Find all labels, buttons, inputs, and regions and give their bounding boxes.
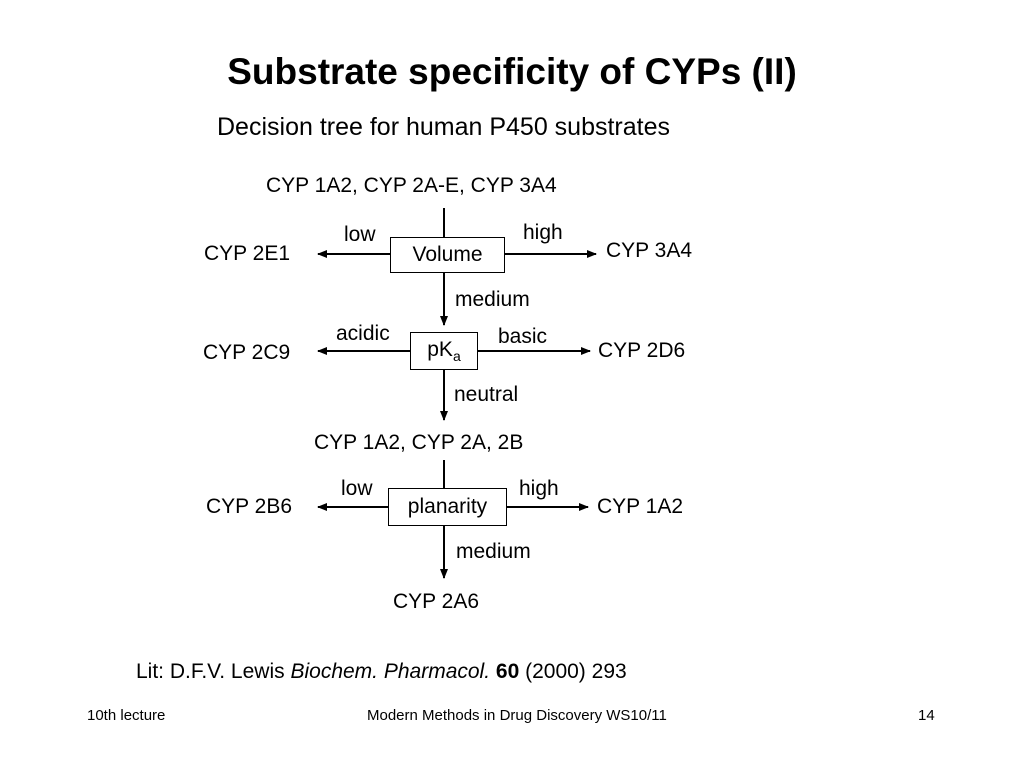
pka-basic-label: basic <box>498 325 548 348</box>
volume-decision-box: Volume <box>390 237 505 273</box>
planarity-decision-box: planarity <box>388 488 507 526</box>
tree-top-label: CYP 1A2, CYP 2A-E, CYP 3A4 <box>266 174 557 197</box>
result-cyp-2c9: CYP 2C9 <box>203 341 291 364</box>
volume-box-label: Volume <box>412 243 483 266</box>
slide-title: Substrate specificity of CYPs (II) <box>227 51 797 92</box>
planarity-low-label: low <box>341 477 373 500</box>
reference-volume: 60 <box>495 660 520 683</box>
result-cyp-2b6: CYP 2B6 <box>206 495 292 518</box>
reference-prefix: Lit: D.F.V. Lewis <box>136 660 291 683</box>
pka-box-subscript: a <box>452 348 461 365</box>
volume-low-label: low <box>344 223 376 246</box>
pka-box-main: pK <box>427 337 453 361</box>
planarity-box-label: planarity <box>407 495 488 518</box>
pka-decision-box: pKa <box>410 332 478 370</box>
slide-subtitle: Decision tree for human P450 substrates <box>217 113 671 141</box>
reference-journal: Biochem. Pharmacol. <box>290 660 491 683</box>
pka-box-label: pKa <box>427 338 460 364</box>
footer-lecture: 10th lecture <box>87 707 166 724</box>
planarity-high-label: high <box>519 477 559 500</box>
planarity-medium-label: medium <box>456 540 531 563</box>
result-cyp-1a2: CYP 1A2 <box>597 495 683 518</box>
reference-rest: (2000) 293 <box>519 660 627 683</box>
tree-mid-label: CYP 1A2, CYP 2A, 2B <box>314 431 524 454</box>
volume-medium-label: medium <box>455 288 530 311</box>
volume-high-label: high <box>523 221 563 244</box>
footer-course: Modern Methods in Drug Discovery WS10/11 <box>367 707 667 724</box>
result-cyp-3a4: CYP 3A4 <box>606 239 692 262</box>
pka-neutral-label: neutral <box>454 383 519 406</box>
result-cyp-2e1: CYP 2E1 <box>204 242 290 265</box>
pka-acidic-label: acidic <box>336 322 390 345</box>
result-cyp-2d6: CYP 2D6 <box>598 339 686 362</box>
literature-reference: Lit: D.F.V. Lewis Biochem. Pharmacol. 60… <box>136 658 627 686</box>
result-cyp-2a6: CYP 2A6 <box>393 590 479 613</box>
footer-page-number: 14 <box>918 707 935 724</box>
